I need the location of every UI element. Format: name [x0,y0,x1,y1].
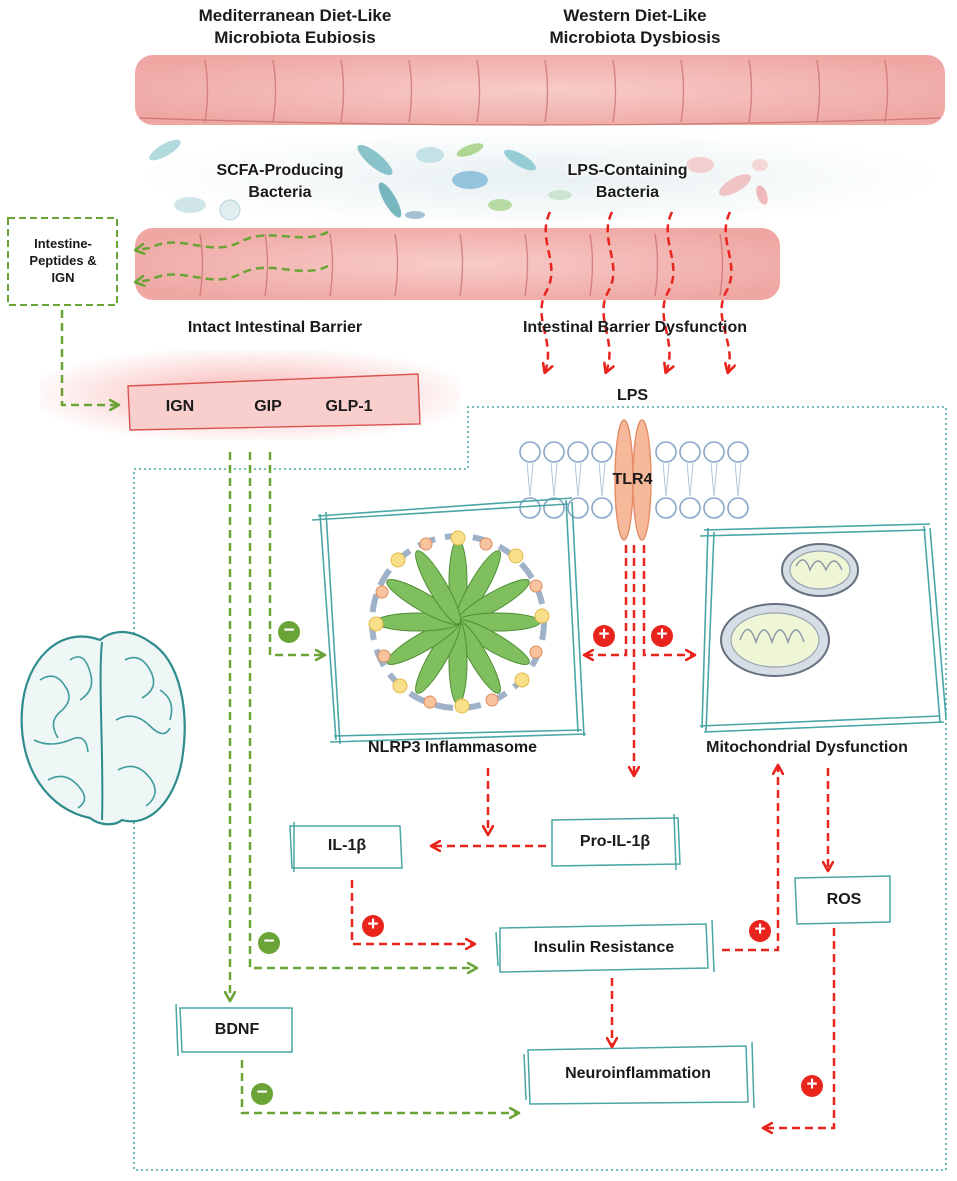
intestine-peptides-label: Intestine- Peptides & IGN [9,235,117,286]
lps-leak-arrow-4 [720,211,732,372]
red-arrows [350,211,836,1128]
tlr4-receptor [614,419,652,541]
plus-badge-insulin [749,920,771,942]
peptide-arrow-upper [136,230,329,250]
plus-badge-nlrp3 [593,625,615,647]
il1b-label: IL-1β [327,837,367,854]
lps-bacteria-label: LPS-Containing Bacteria [535,160,720,204]
hormones-to-nlrp3-arrow [268,452,324,655]
minus-badge-nlrp3 [278,621,300,643]
plus-sign-mito: + [656,624,668,645]
intestine-peptides-box [7,217,118,306]
lps-label: LPS [616,387,649,404]
plus-sign-il1b: + [367,914,379,935]
intestine-peptides-line3: IGN [51,270,75,285]
lps-leak-arrow-2 [602,211,613,372]
il1b-to-insulin-arrow [350,880,474,944]
header-left-line2: Microbiota Eubiosis [214,28,376,47]
box-outlines [175,813,891,1109]
scfa-line2: Bacteria [248,184,312,201]
scfa-bacteria-label: SCFA-Producing Bacteria [175,160,385,204]
header-right-line2: Microbiota Dysbiosis [549,28,721,47]
glp1-label: GLP-1 [325,398,373,415]
mitochondria-illustration [720,543,859,677]
pro-il1b-label: Pro-IL-1β [579,833,651,850]
minus-badge-bdnf [251,1083,273,1105]
lps-bacteria-line2: Bacteria [595,184,660,201]
insulin-to-mito-arrow [722,766,778,952]
hormone-band [127,373,421,431]
nlrp3-panel [311,497,587,745]
intestine-peptides-line1: Intestine- [34,236,92,251]
header-left-line1: Mediterranean Diet-Like [198,6,392,25]
neuroinflammation-label: Neuroinflammation [565,1065,711,1082]
mito-panel [699,523,947,733]
microbiota-layer [135,128,945,228]
epithelium-bottom [135,228,780,300]
nlrp3-label: NLRP3 Inflammasome [368,739,537,756]
bdnf-to-neuro-arrow [240,1060,518,1113]
bdnf-label: BDNF [214,1021,260,1038]
insulin-resistance-label: Insulin Resistance [533,939,675,956]
plus-badge-ros [801,1075,823,1097]
epithelium-top [135,55,945,126]
minus-sign-nlrp3: − [283,620,295,641]
plus-sign-nlrp3: + [598,624,610,645]
lps-bacteria-line1: LPS-Containing [567,162,688,179]
minus-badge-insulin [258,932,280,954]
brain-illustration [20,630,186,826]
intestine-peptides-line2: Peptides & [29,253,97,268]
cell-membrane [519,441,749,519]
header-right-line1: Western Diet-Like [563,6,707,25]
peptides-to-hormones-arrow [60,310,118,405]
ros-to-neuro-arrow [764,928,836,1128]
intact-barrier-label: Intact Intestinal Barrier [187,319,363,336]
green-arrows [60,230,518,1113]
lps-leak-arrow-1 [540,211,551,372]
nlrp3-illustration [368,530,550,714]
plus-sign-insulin: + [754,919,766,940]
tlr4-label: TLR4 [612,471,653,488]
minus-sign-insulin: − [263,931,275,952]
tlr4-to-mito-arrow [642,545,694,655]
gip-label: GIP [254,398,282,415]
header-left: Mediterranean Diet-Like Microbiota Eubio… [150,5,440,49]
header-right: Western Diet-Like Microbiota Dysbiosis [505,5,765,49]
ros-label: ROS [826,891,862,908]
minus-sign-bdnf: − [256,1082,268,1103]
plus-badge-il1b [362,915,384,937]
peptide-arrow-lower [136,264,329,282]
sign-badges [251,621,823,1105]
ign-label: IGN [165,398,195,415]
brain-compartment [133,406,947,1171]
barrier-dysfunction-label: Intestinal Barrier Dysfunction [522,319,748,336]
lps-leak-arrow-3 [662,211,673,372]
mito-label: Mitochondrial Dysfunction [706,739,908,756]
tlr4-to-nlrp3-arrow [585,545,628,655]
plus-sign-ros: + [806,1074,818,1095]
hormones-to-insulin-arrow [248,452,476,968]
plus-badge-mito [651,625,673,647]
scfa-line1: SCFA-Producing [216,162,344,179]
